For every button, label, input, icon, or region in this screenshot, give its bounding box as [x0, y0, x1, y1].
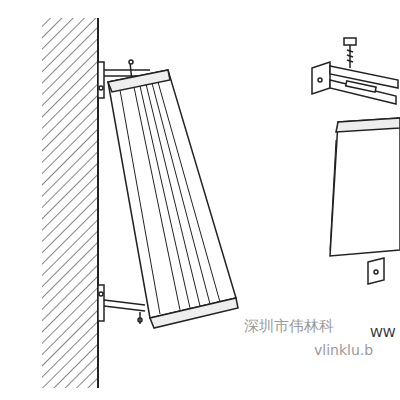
wall-hatching	[42, 18, 98, 388]
bracket-exploded	[312, 38, 398, 104]
watermark-text: 深圳市伟林科	[244, 318, 334, 335]
bottom-bracket	[98, 285, 145, 324]
speaker-top-view	[330, 118, 400, 256]
bottom-bracket-exploded	[368, 258, 384, 284]
column-speaker	[108, 70, 238, 328]
watermark-text: vlinklu.b	[314, 343, 373, 358]
watermark-text: WW	[370, 326, 396, 340]
